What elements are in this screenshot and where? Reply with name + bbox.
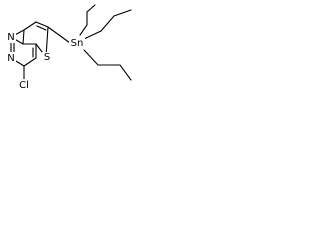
double-bond-thiophene-inner xyxy=(36,25,47,31)
molecule-structure-diagram: N N S Sn Cl xyxy=(5,4,132,91)
butyl-chain-bottom xyxy=(83,49,132,81)
bond-c7-c6 xyxy=(23,21,37,31)
butyl-chain-top-right xyxy=(83,9,132,40)
atom-sn-label: Sn xyxy=(71,38,84,49)
atom-s-label: S xyxy=(44,52,50,63)
atom-n1-label: N xyxy=(7,32,14,43)
atom-n1-bg xyxy=(5,31,16,43)
bond-c7a-c7 xyxy=(22,29,25,45)
atom-cl-bg xyxy=(17,79,32,91)
bond-c6-c5 xyxy=(35,21,49,28)
atom-n2-bg xyxy=(5,52,16,64)
bond-c5-sn xyxy=(47,26,71,44)
atom-n2-label: N xyxy=(7,53,14,64)
butyl-chain-top-left xyxy=(79,4,96,36)
atom-s-bg xyxy=(42,52,52,64)
bond-n3-c4 xyxy=(23,57,37,67)
atom-sn-bg xyxy=(69,37,85,49)
atom-cl-label: Cl xyxy=(19,80,29,91)
